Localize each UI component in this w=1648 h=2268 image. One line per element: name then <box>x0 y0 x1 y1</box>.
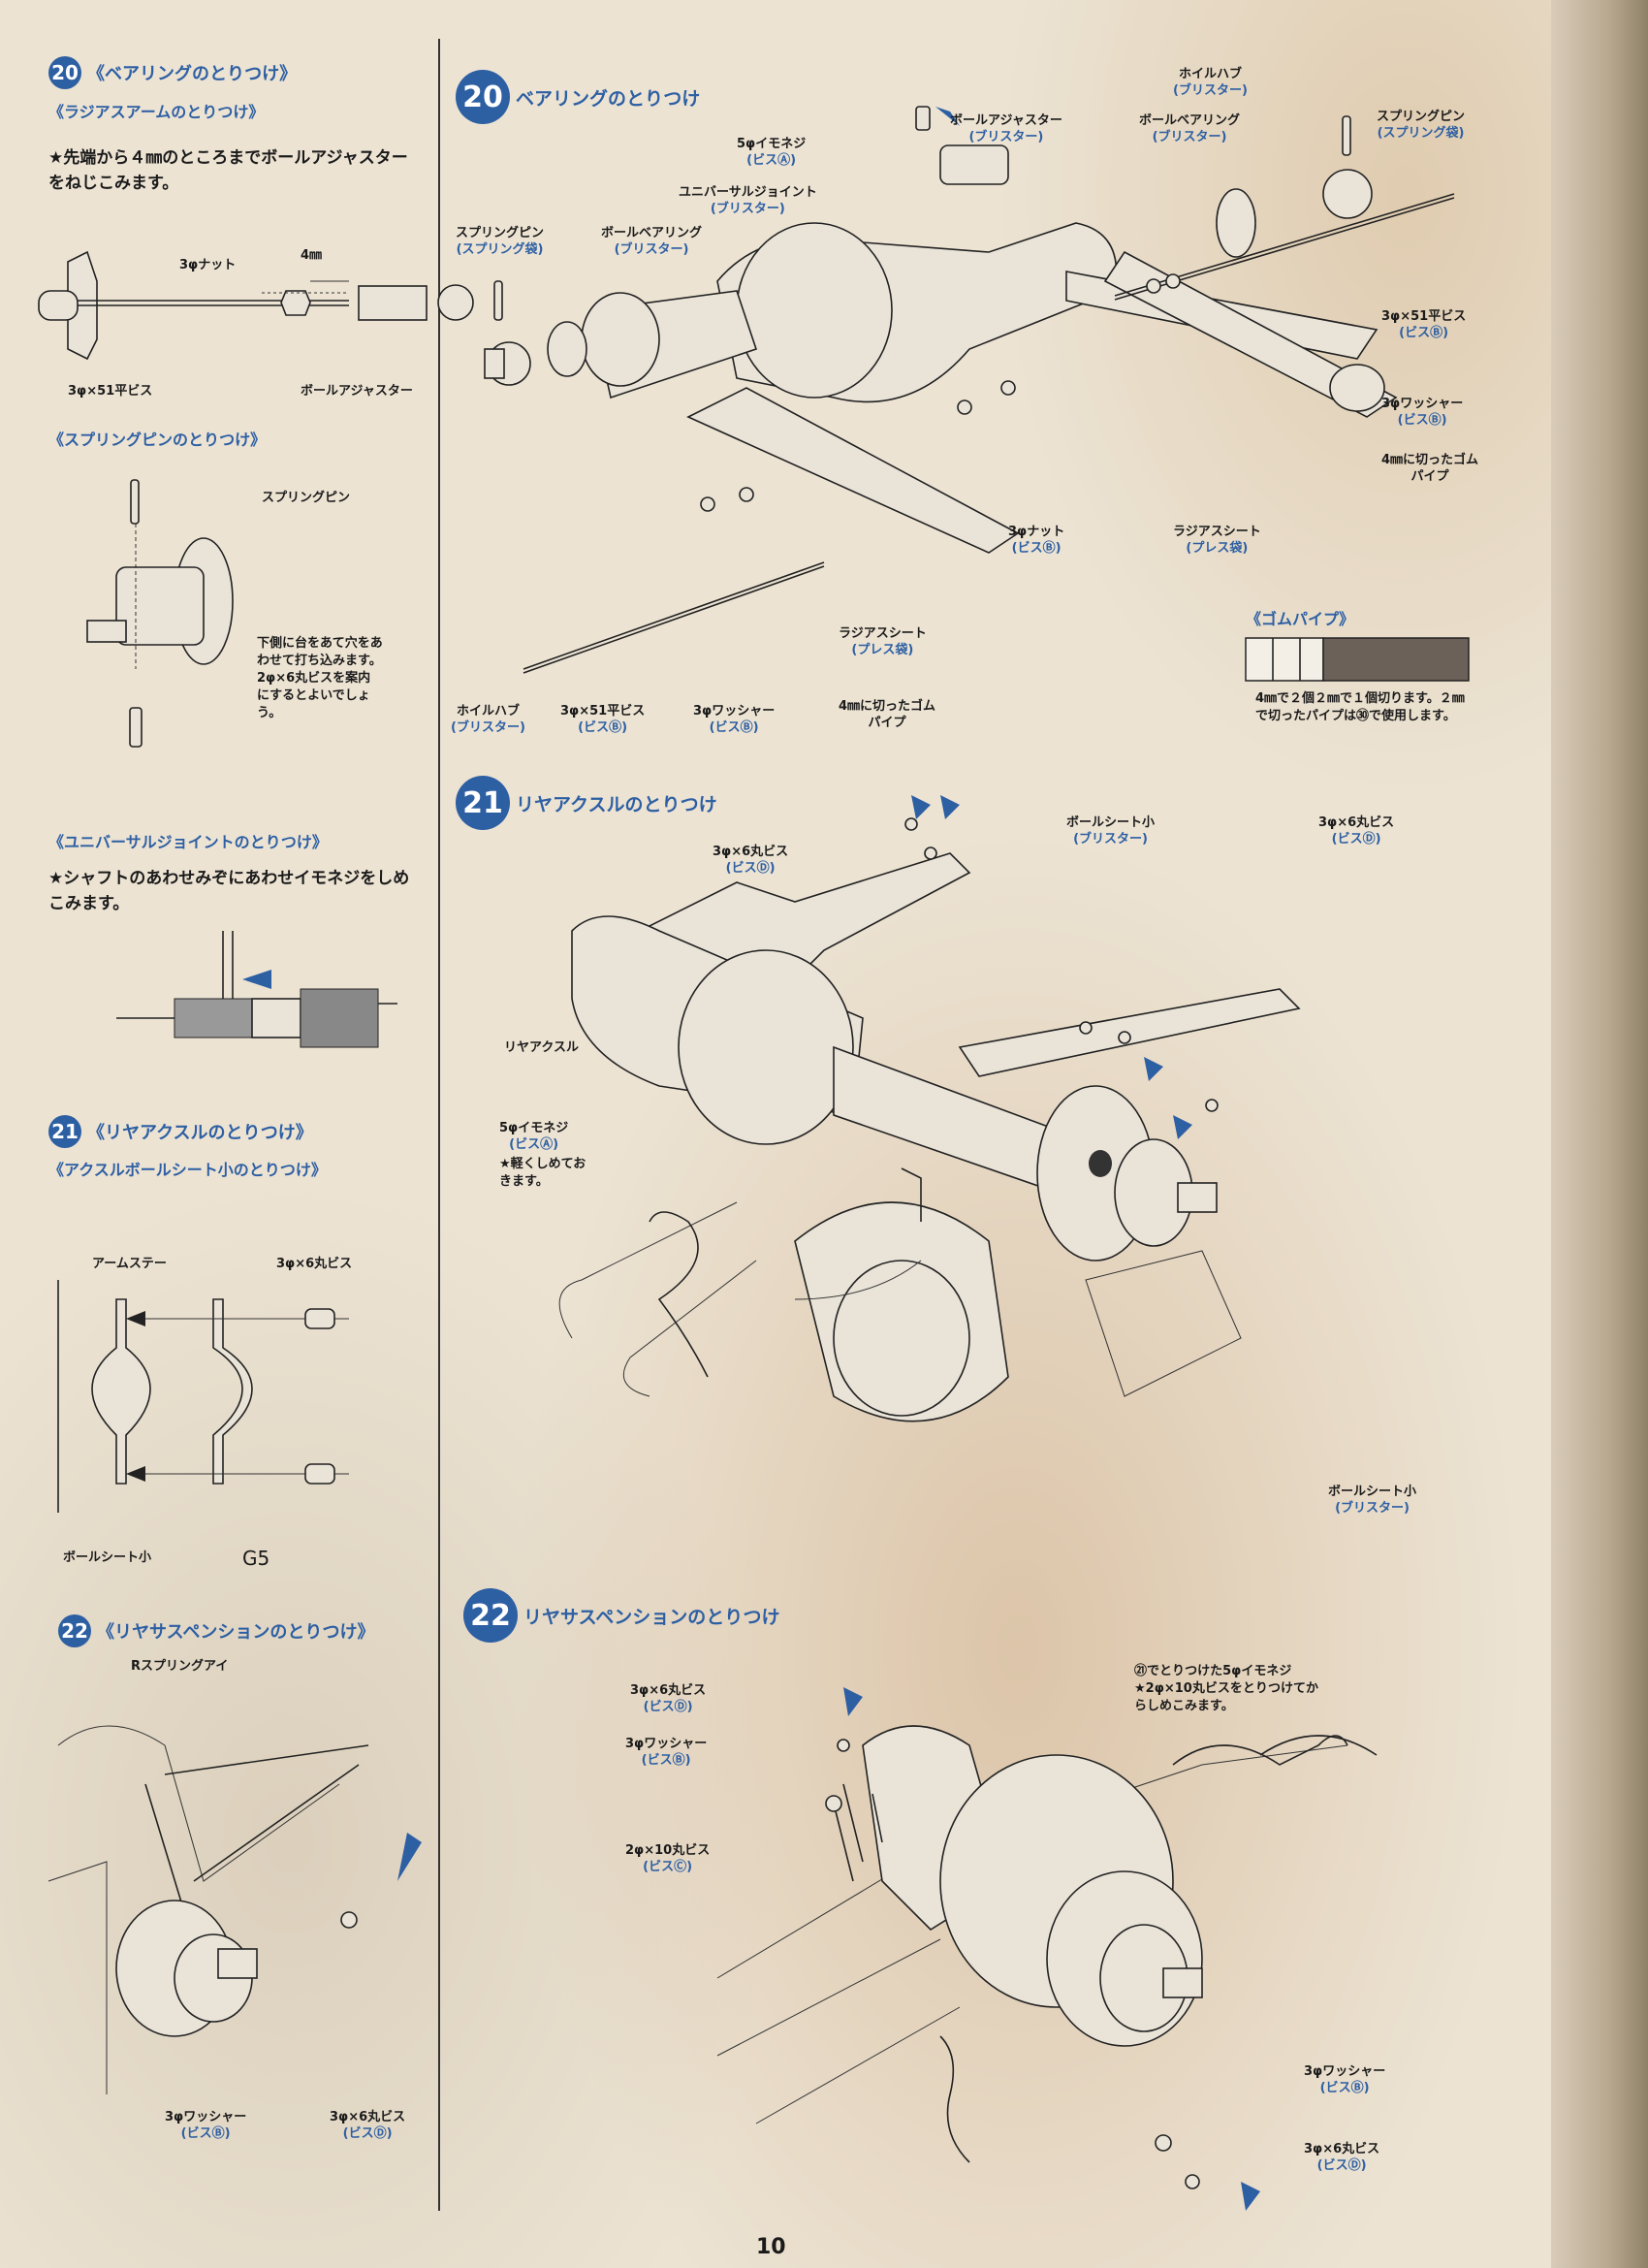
insert-arrow <box>242 970 271 989</box>
step-number-badge: 21 <box>456 776 510 830</box>
page-binding-edge <box>1551 0 1648 2268</box>
page-number: 10 <box>756 2235 786 2259</box>
left-step22-header: 22 《リヤサスペンションのとりつけ》 <box>58 1614 375 1647</box>
step-title: リヤアクスルのとりつけ <box>516 793 717 815</box>
screw-marker-1 <box>911 795 931 819</box>
flat-screw-label-left: 3φ×51平ビス(ビスⒷ) <box>560 704 646 735</box>
axle-ball-seat-subtitle: 《アクスルボールシート小のとりつけ》 <box>48 1161 327 1179</box>
screw-marker-2 <box>940 795 960 819</box>
rubber-pipe-box-title: 《ゴムパイプ》 <box>1246 610 1355 628</box>
rubber-pipe-cut-diagram <box>1245 637 1470 682</box>
setscrew-note: ★軽くしめておきます。 <box>499 1157 586 1189</box>
arm-stay-label: アームステー <box>92 1257 167 1271</box>
spring-pin-label: スプリングピン <box>262 491 351 505</box>
round-screw-label-bottom: 3φ×6丸ビス(ビスⒹ) <box>1304 2142 1380 2173</box>
step-title: 《ベアリングのとりつけ》 <box>87 64 298 84</box>
radius-arm-subtitle: 《ラジアスアームのとりつけ》 <box>48 103 265 121</box>
spring-pin-subtitle: 《スプリングピンのとりつけ》 <box>48 431 267 449</box>
rubber-pipe-label-right: 4㎜に切ったゴムパイプ <box>1380 453 1479 484</box>
ball-adjuster-label: ボールアジャスター <box>301 384 413 399</box>
wheel-hub-label-bottom: ホイルハブ(ブリスター) <box>451 704 525 735</box>
rubber-pipe-note: 4㎜で２個２㎜で１個切ります。２㎜で切ったパイプは㉚で使用します。 <box>1255 691 1465 723</box>
setscrew-tightening-note: ㉑でとりつけた5φイモネジ★2φ×10丸ビスをとりつけてからしめこみます。 <box>1134 1664 1318 1713</box>
nut-label: 3φナット <box>179 258 237 272</box>
right-step21-header: 21 リヤアクスルのとりつけ <box>456 776 717 830</box>
step-number-badge: 22 <box>58 1614 91 1647</box>
spring-pin-hub-diagram <box>86 479 234 748</box>
round-screw-label: 3φ×6丸ビス <box>276 1257 353 1271</box>
ball-seat-label-bottom: ボールシート小(ブリスター) <box>1328 1485 1417 1516</box>
adjuster-instruction: ★先端から４㎜のところまでボールアジャスターをねじこみます。 <box>48 148 408 193</box>
bearing-assembly-diagram <box>484 106 1455 674</box>
washer-label-left: 3φワッシャー(ビスⒷ) <box>693 704 776 735</box>
nut-label: 3φナット(ビスⒷ) <box>1008 525 1065 556</box>
universal-joint-label: ユニバーサルジョイント(ブリスター) <box>679 185 817 216</box>
step-title: リヤサスペンションのとりつけ <box>523 1606 780 1628</box>
part-code-g5: G5 <box>242 1547 270 1570</box>
step-number-badge: 20 <box>48 56 81 89</box>
ball-seat-small-label: ボールシート小 <box>63 1550 152 1565</box>
step-number-badge: 20 <box>456 70 510 124</box>
ball-adjuster-label: ボールアジャスター(ブリスター) <box>950 113 1062 144</box>
setscrew-marker <box>935 107 960 126</box>
ball-seat-diagram <box>57 1280 349 1513</box>
ball-bearing-label-left: ボールベアリング(ブリスター) <box>601 226 703 257</box>
flat-screw-label: 3φ×51平ビス <box>68 384 153 399</box>
rear-suspension-small-diagram <box>48 1725 422 2094</box>
rear-spring-eye-label: Rスプリングアイ <box>131 1659 229 1674</box>
radius-arm-rod-diagram <box>38 250 474 361</box>
right-step20-header: 20 ベアリングのとりつけ <box>456 70 700 124</box>
four-mm-dimension: 4㎜ <box>301 248 323 263</box>
rear-axle-assembly-diagram <box>558 795 1301 1422</box>
step-title: 《リヤサスペンションのとりつけ》 <box>97 1622 375 1643</box>
left-step20-header: 20 《ベアリングのとりつけ》 <box>48 56 297 89</box>
spring-pin-label-right: スプリングピン(スプリング袋) <box>1377 110 1466 141</box>
round-screw-label-left: 3φ×6丸ビス(ビスⒹ) <box>713 845 789 876</box>
ball-seat-label-top: ボールシート小(ブリスター) <box>1066 815 1156 847</box>
rear-axle-label: リヤアクスル <box>504 1040 579 1055</box>
step-number-badge: 21 <box>48 1115 81 1148</box>
step-title: 《リヤアクスルのとりつけ》 <box>87 1123 313 1143</box>
step-number-badge: 22 <box>463 1588 518 1643</box>
ball-bearing-label-top: ボールベアリング(ブリスター) <box>1139 113 1241 144</box>
washer-label-right: 3φワッシャー(ビスⒷ) <box>1381 397 1464 428</box>
screw-marker-4 <box>1173 1115 1192 1139</box>
step-title: ベアリングのとりつけ <box>516 87 701 110</box>
wheel-hub-label-top: ホイルハブ(ブリスター) <box>1173 67 1248 98</box>
washer-label: 3φワッシャー (ビスⒷ) <box>165 2110 247 2141</box>
washer-label-bottom: 3φワッシャー(ビスⒷ) <box>1304 2064 1386 2095</box>
round-screw-label: 3φ×6丸ビス (ビスⒹ) <box>330 2110 406 2141</box>
right-step22-header: 22 リヤサスペンションのとりつけ <box>463 1588 779 1643</box>
rubber-pipe-label-left: 4㎜に切ったゴムパイプ <box>838 699 936 730</box>
washer-label: 3φワッシャー(ビスⒷ) <box>625 1737 708 1768</box>
radius-seat-label-right: ラジアスシート(プレス袋) <box>1173 525 1261 556</box>
round-screw-label-right: 3φ×6丸ビス(ビスⒹ) <box>1318 815 1395 847</box>
screw-10mm-label: 2φ×10丸ビス(ビスⒸ) <box>625 1843 711 1874</box>
rear-suspension-diagram <box>716 1687 1378 2211</box>
radius-seat-label-left: ラジアスシート(プレス袋) <box>839 626 927 657</box>
setscrew-label: 5φイモネジ(ビスⒶ) <box>499 1121 569 1152</box>
column-divider <box>438 39 440 2211</box>
universal-joint-instruction: ★シャフトのあわせみぞにあわせイモネジをしめこみます。 <box>48 869 410 913</box>
screw-marker-bottom <box>1241 2182 1260 2211</box>
screw-insert-marker <box>397 1833 422 1881</box>
universal-joint-diagram <box>116 931 397 1048</box>
spring-pin-note: 下側に台をあて穴をあわせて打ち込みます。2φ×6丸ビスを案内にするとよいでしょう… <box>257 636 383 720</box>
screw-marker-top <box>843 1687 863 1716</box>
left-step21-header: 21 《リヤアクスルのとりつけ》 <box>48 1115 313 1148</box>
universal-joint-subtitle: 《ユニバーサルジョイントのとりつけ》 <box>48 833 328 851</box>
round-screw-label: 3φ×6丸ビス(ビスⒹ) <box>630 1683 707 1714</box>
screw-marker-3 <box>1144 1057 1163 1081</box>
spring-pin-label-left: スプリングピン(スプリング袋) <box>456 226 545 257</box>
flat-screw-label-right: 3φ×51平ビス(ビスⒷ) <box>1381 309 1467 340</box>
setscrew-label: 5φイモネジ(ビスⒶ) <box>737 137 807 168</box>
